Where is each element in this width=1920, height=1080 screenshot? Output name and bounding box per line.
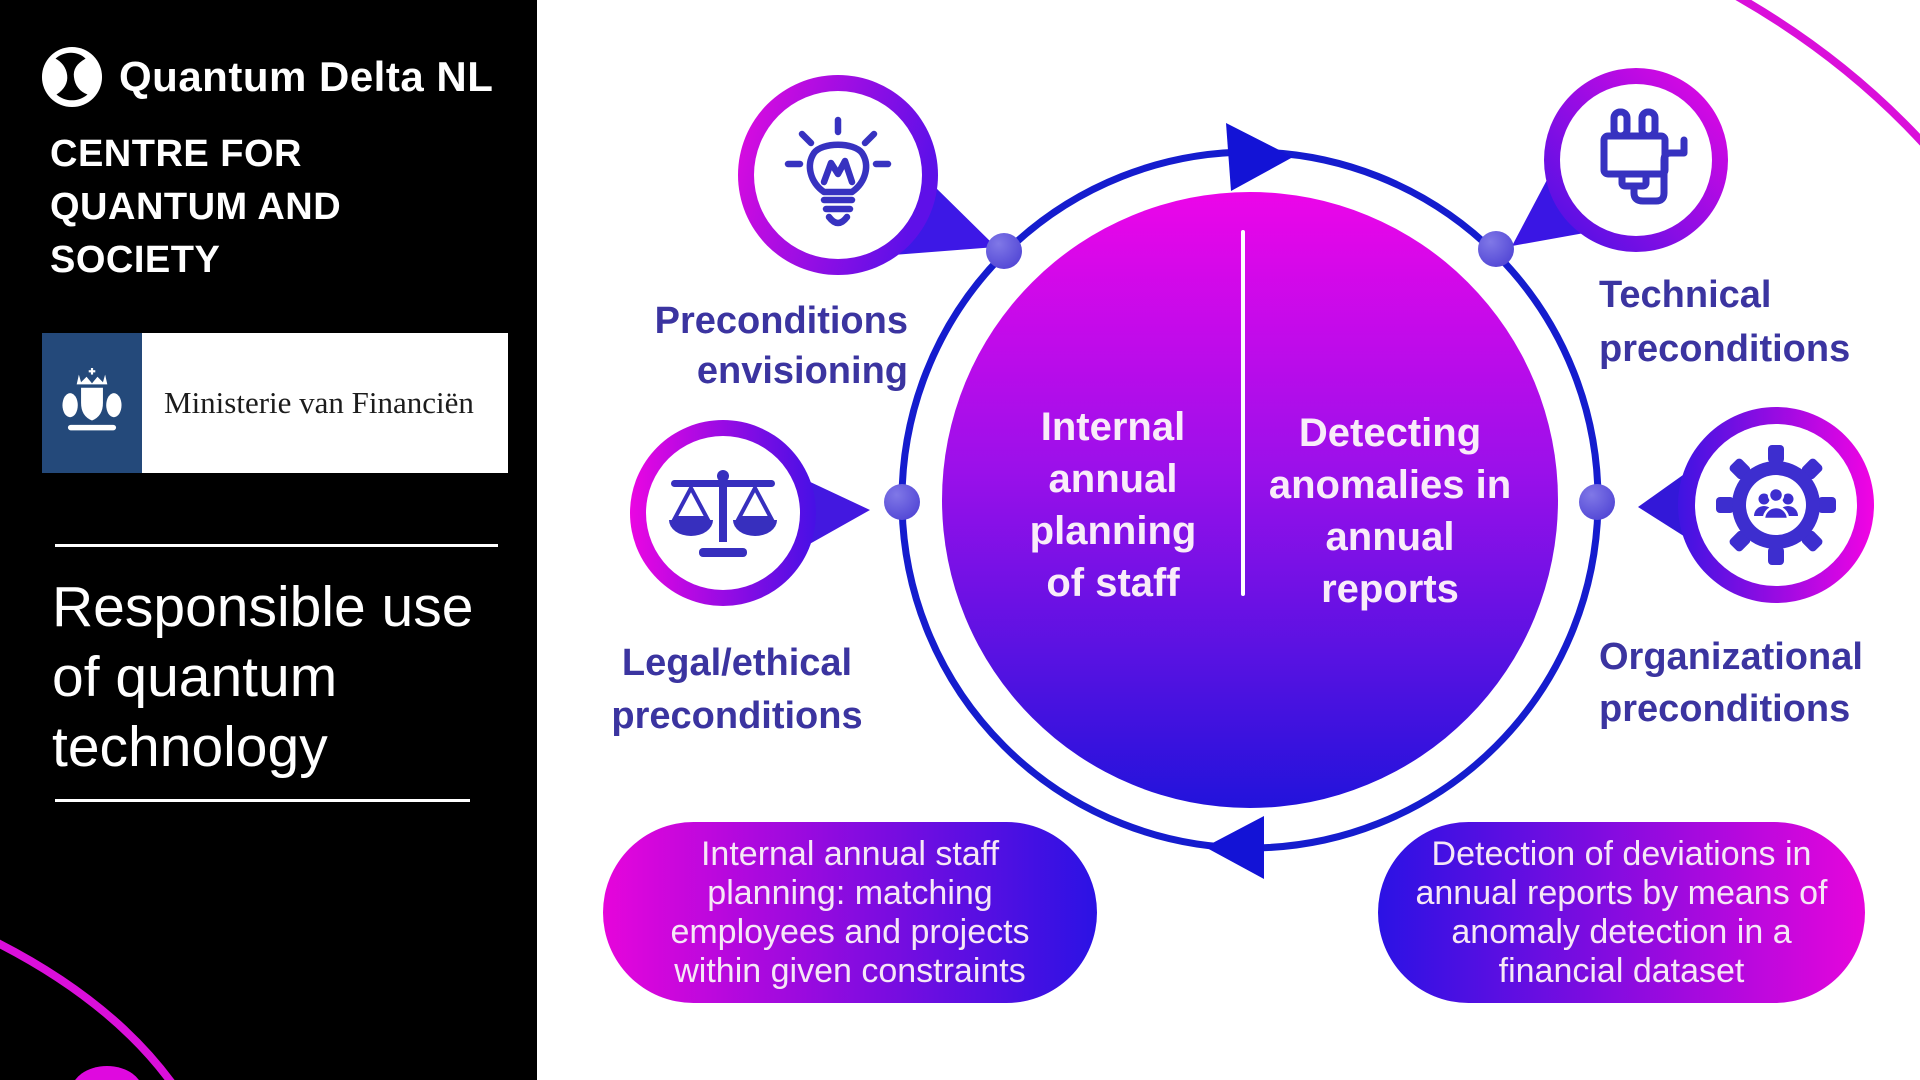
slide-title-line: of quantum [52,645,338,709]
sidebar-divider [55,799,470,802]
label-line: envisioning [696,350,908,392]
callout-line: Internal annual staff [700,834,1000,873]
label-line: preconditions [1599,688,1851,730]
plug-icon [1600,108,1688,205]
orbit-dot [1478,231,1514,267]
label-preconditions-envisioning: Preconditions envisioning [500,296,908,396]
callout-staff-planning-text: Internal annual staff planning: matching… [670,835,1029,991]
lightbulb-icon [784,116,892,227]
org-name-line: CENTRE FOR [50,133,302,175]
callout-line: planning: matching [707,873,993,912]
dutch-coat-of-arms-icon [62,368,122,431]
hub-right-line: anomalies in [1268,463,1512,507]
corner-blob-bottom-left [75,1066,139,1080]
hub-circle [942,192,1558,808]
sidebar-divider [55,544,498,547]
hub-left-line: planning [1029,509,1197,553]
slide-title: Responsible use of quantum technology [52,572,473,782]
brand-logo-text: Quantum Delta NL [119,53,494,100]
callout-anomaly-detection-text: Detection of deviations in annual report… [1415,835,1827,991]
slide-title-line: Responsible use [52,575,474,639]
label-line: preconditions [1599,328,1851,370]
callout-line: within given constraints [674,951,1026,990]
orbit-dot [986,233,1022,269]
label-line: Preconditions [654,300,908,342]
legal-bubble-tail [806,480,870,546]
ministry-crest-panel [42,333,142,473]
callout-staff-planning: Internal annual staff planning: matching… [603,822,1097,1003]
orbit-arrow-right-icon [1226,123,1293,191]
label-line: preconditions [611,695,863,737]
callout-line: anomaly detection in a [1451,912,1792,951]
label-line: Technical [1599,274,1772,316]
orbit-dot [884,484,920,520]
orbit-arrow-left-icon [1205,816,1264,879]
callout-line: Detection of deviations in [1431,834,1812,873]
label-line: Legal/ethical [621,642,853,684]
slide-title-line: technology [52,715,328,779]
org-name-line: QUANTUM AND [50,186,342,228]
hub-right-line: annual [1325,515,1455,559]
hub-left-line: annual [1048,457,1178,501]
ministry-logo: Ministerie van Financiën [42,333,508,473]
hub-left-line: of staff [1046,561,1180,605]
technical-bubble-tail [1512,176,1590,246]
hub-left-line: Internal [1040,405,1186,449]
callout-line: annual reports by means of [1415,873,1828,912]
hub-right-text: Detecting anomalies in annual reports [1240,407,1540,615]
quantum-delta-logo-icon [41,46,103,108]
label-technical-preconditions: Technical preconditions [1599,268,1850,376]
org-name: CENTRE FOR QUANTUM AND SOCIETY [50,128,341,287]
sidebar: Quantum Delta NL CENTRE FOR QUANTUM AND … [0,0,537,1080]
corner-arc-bottom-left [0,939,175,1080]
gear-people-icon [1716,445,1836,565]
orbit-dot [1579,484,1615,520]
hub-right-line: Detecting [1298,411,1482,455]
organizational-bubble-tail [1638,470,1690,540]
hub-left-text: Internal annual planning of staff [963,401,1263,609]
label-organizational-preconditions: Organizational preconditions [1599,631,1863,735]
corner-arc-top-right [1735,0,1920,146]
callout-anomaly-detection: Detection of deviations in annual report… [1378,822,1865,1003]
hub-right-line: reports [1321,567,1459,611]
org-name-line: SOCIETY [50,239,221,281]
scales-icon [669,470,777,557]
envisioning-bubble-tail [893,182,996,255]
callout-line: employees and projects [670,912,1030,951]
ministry-name: Ministerie van Financiën [164,385,474,420]
technical-bubble [1544,68,1728,252]
label-legal-ethical-preconditions: Legal/ethical preconditions [560,637,914,743]
label-line: Organizational [1599,636,1863,678]
brand-logo-row: Quantum Delta NL [41,45,511,109]
callout-line: financial dataset [1498,951,1745,990]
